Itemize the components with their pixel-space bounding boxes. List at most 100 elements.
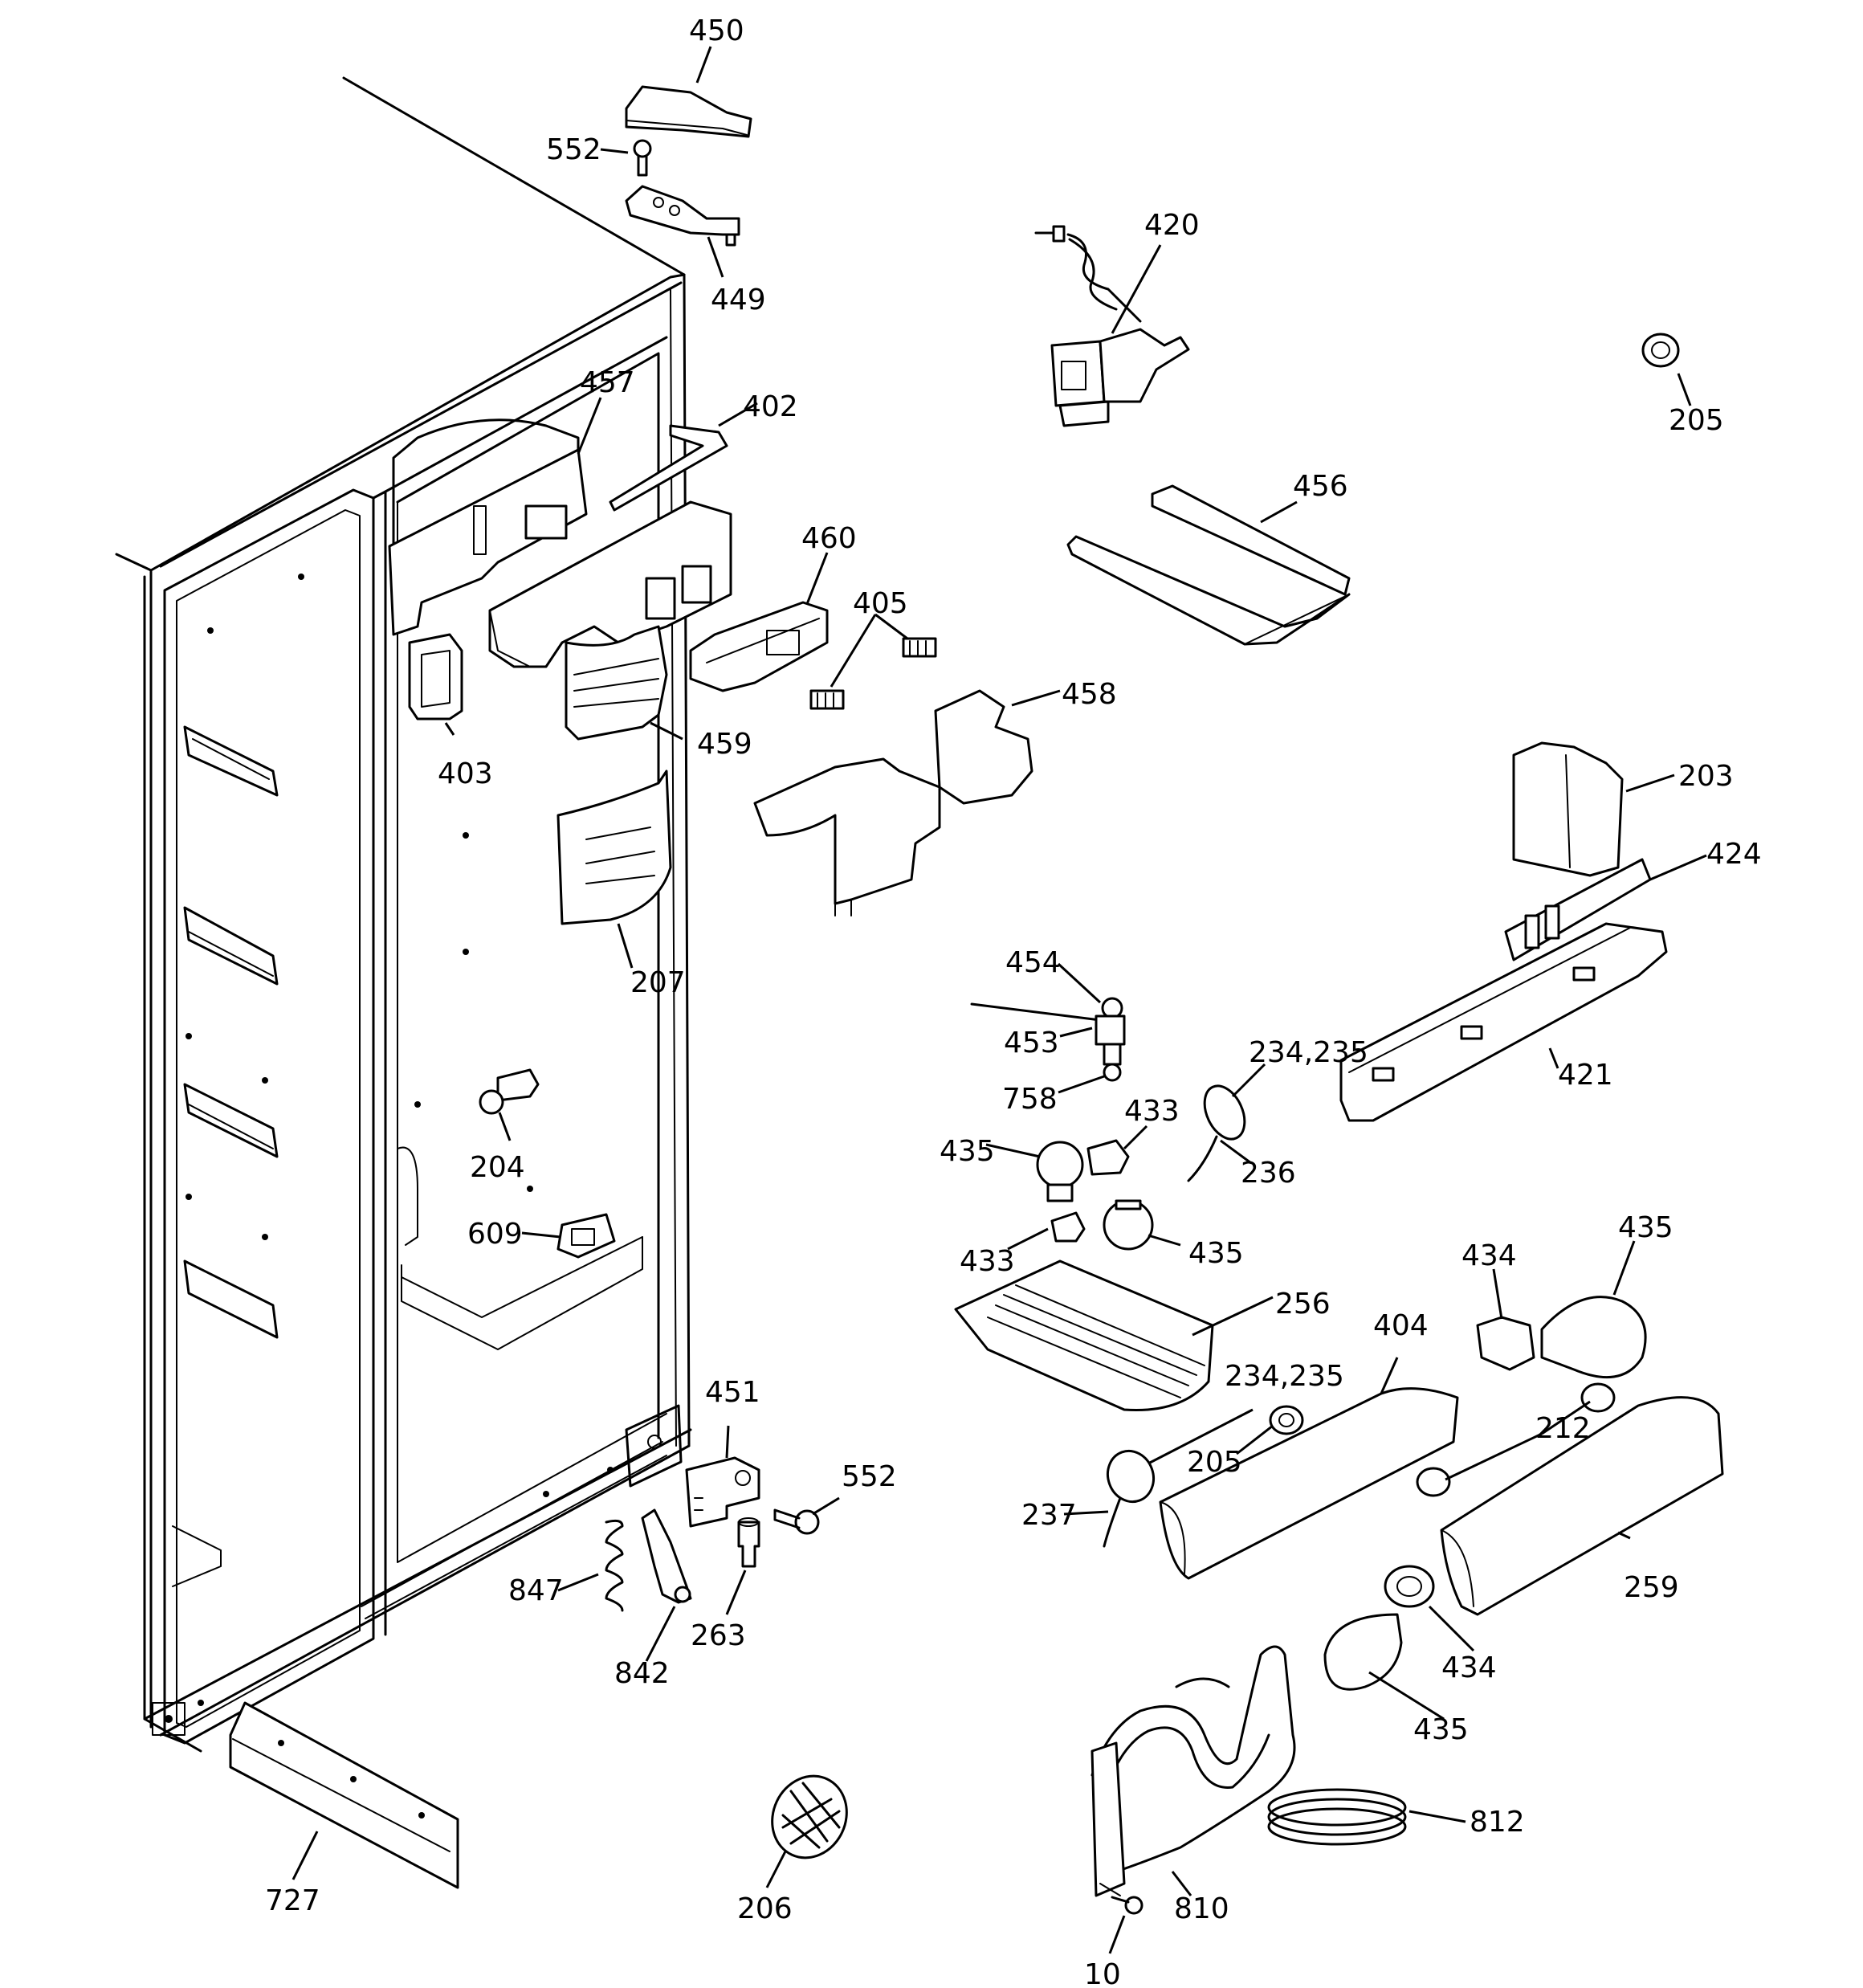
callout-403: 403 [438, 757, 493, 790]
callout-207: 207 [630, 966, 686, 999]
callout-402: 402 [743, 390, 798, 423]
callout-450: 450 [689, 14, 744, 47]
part-10-screw [1111, 1896, 1143, 1915]
part-434-socket-lower [1384, 1565, 1435, 1608]
part-404-light-cover [1159, 1387, 1459, 1580]
part-405-pads [809, 637, 937, 710]
callout-259: 259 [1624, 1571, 1679, 1604]
callout-435-lower: 435 [1413, 1713, 1469, 1746]
part-552-screw-bottom [773, 1508, 820, 1535]
part-552-screw-top [633, 139, 652, 177]
part-433-socket-b [1050, 1211, 1086, 1243]
callout-727: 727 [265, 1884, 320, 1917]
part-435-bulb-b [1103, 1199, 1154, 1251]
part-256-lamp-shield [954, 1259, 1214, 1412]
callout-451: 451 [705, 1376, 760, 1409]
callout-457: 457 [580, 366, 635, 399]
part-842-cam [641, 1508, 692, 1604]
part-727-kickplate [229, 1701, 459, 1889]
callout-758: 758 [1002, 1083, 1058, 1116]
part-237-lens [1103, 1449, 1155, 1548]
callout-237: 237 [1021, 1499, 1077, 1532]
part-457-control-housing [388, 418, 588, 636]
part-847-spring [605, 1519, 624, 1612]
callout-234-235-upper: 234,235 [1249, 1036, 1368, 1069]
part-454-453-758-switch [970, 997, 1126, 1082]
callout-454: 454 [1005, 946, 1061, 979]
callout-212: 212 [1535, 1412, 1591, 1445]
part-458-ice-deflector [753, 689, 1033, 916]
callout-205: 205 [1669, 404, 1724, 437]
part-403-gasket [408, 633, 463, 720]
part-456-tray [1066, 484, 1351, 646]
part-206-cap [771, 1774, 848, 1859]
callout-812: 812 [1470, 1806, 1525, 1839]
callout-449: 449 [711, 284, 766, 316]
part-207-cover [556, 769, 672, 925]
callout-435-right: 435 [1618, 1211, 1673, 1244]
part-205-grommet-bottom [1269, 1405, 1304, 1435]
callout-405: 405 [853, 587, 908, 620]
callout-421: 421 [1558, 1059, 1613, 1092]
callout-203: 203 [1678, 760, 1734, 793]
part-450-hinge-cover [625, 85, 752, 138]
callout-433-upper: 433 [1124, 1095, 1180, 1128]
callout-456: 456 [1293, 470, 1348, 503]
part-449-top-hinge [625, 185, 740, 247]
callout-453: 453 [1004, 1027, 1059, 1059]
callout-434-lower: 434 [1441, 1651, 1497, 1684]
callout-256: 256 [1275, 1288, 1331, 1321]
door-shelf-4 [183, 1259, 279, 1339]
part-204-switch [479, 1068, 540, 1115]
callout-609: 609 [467, 1218, 523, 1251]
callout-420: 420 [1144, 209, 1200, 242]
part-236-lens [1187, 1084, 1246, 1182]
callout-810: 810 [1174, 1892, 1229, 1925]
part-812-tubing-coil [1267, 1788, 1407, 1846]
part-424-board [1504, 858, 1652, 961]
callout-460: 460 [801, 522, 857, 555]
callout-206: 206 [737, 1892, 793, 1925]
part-435-bulb-right [1540, 1296, 1647, 1379]
part-435-bulb-lower [1323, 1613, 1403, 1691]
callout-435-mid: 435 [1188, 1237, 1244, 1270]
door-shelf-2 [183, 906, 279, 986]
callout-842: 842 [614, 1657, 670, 1690]
door-shelf-3 [183, 1083, 279, 1158]
callout-847: 847 [508, 1574, 564, 1607]
part-420-switch-harness [1034, 225, 1190, 427]
callout-458: 458 [1062, 678, 1117, 711]
part-434-socket-right [1476, 1316, 1535, 1371]
callout-404: 404 [1373, 1309, 1429, 1342]
part-205-grommet-top [1641, 333, 1680, 368]
callout-10: 10 [1084, 1958, 1121, 1988]
door-shelf-1 [183, 725, 279, 797]
callout-434-upper: 434 [1461, 1239, 1517, 1272]
callout-204: 204 [470, 1151, 525, 1184]
callout-424: 424 [1706, 838, 1762, 871]
callout-552-lower: 552 [842, 1460, 897, 1493]
part-435-bulb-a [1036, 1141, 1084, 1202]
part-402-strip [609, 424, 728, 512]
part-451-bottom-hinge [685, 1456, 760, 1528]
part-609-switch [556, 1213, 616, 1259]
callout-labels: 450 552 449 420 205 457 402 456 460 405 … [265, 14, 1762, 1988]
part-459-ice-chute-body [488, 500, 732, 741]
callout-234-235-lower: 234,235 [1225, 1360, 1344, 1393]
callout-433-lower: 433 [960, 1245, 1015, 1278]
part-203-cover [1512, 741, 1624, 877]
part-212-grommet [1416, 1382, 1616, 1497]
part-263-pin [737, 1517, 760, 1568]
callout-263: 263 [691, 1619, 746, 1652]
part-259-light-cover [1440, 1396, 1724, 1616]
part-460-bracket [689, 601, 829, 692]
callout-435-upper-left: 435 [940, 1135, 995, 1168]
callout-205-lower: 205 [1187, 1446, 1242, 1479]
callout-236: 236 [1241, 1157, 1296, 1190]
part-433-socket-a [1086, 1139, 1130, 1176]
part-421-light-housing [1339, 922, 1668, 1122]
callout-552: 552 [546, 133, 601, 166]
callout-459: 459 [697, 728, 752, 761]
leader-lines [291, 46, 1707, 1954]
